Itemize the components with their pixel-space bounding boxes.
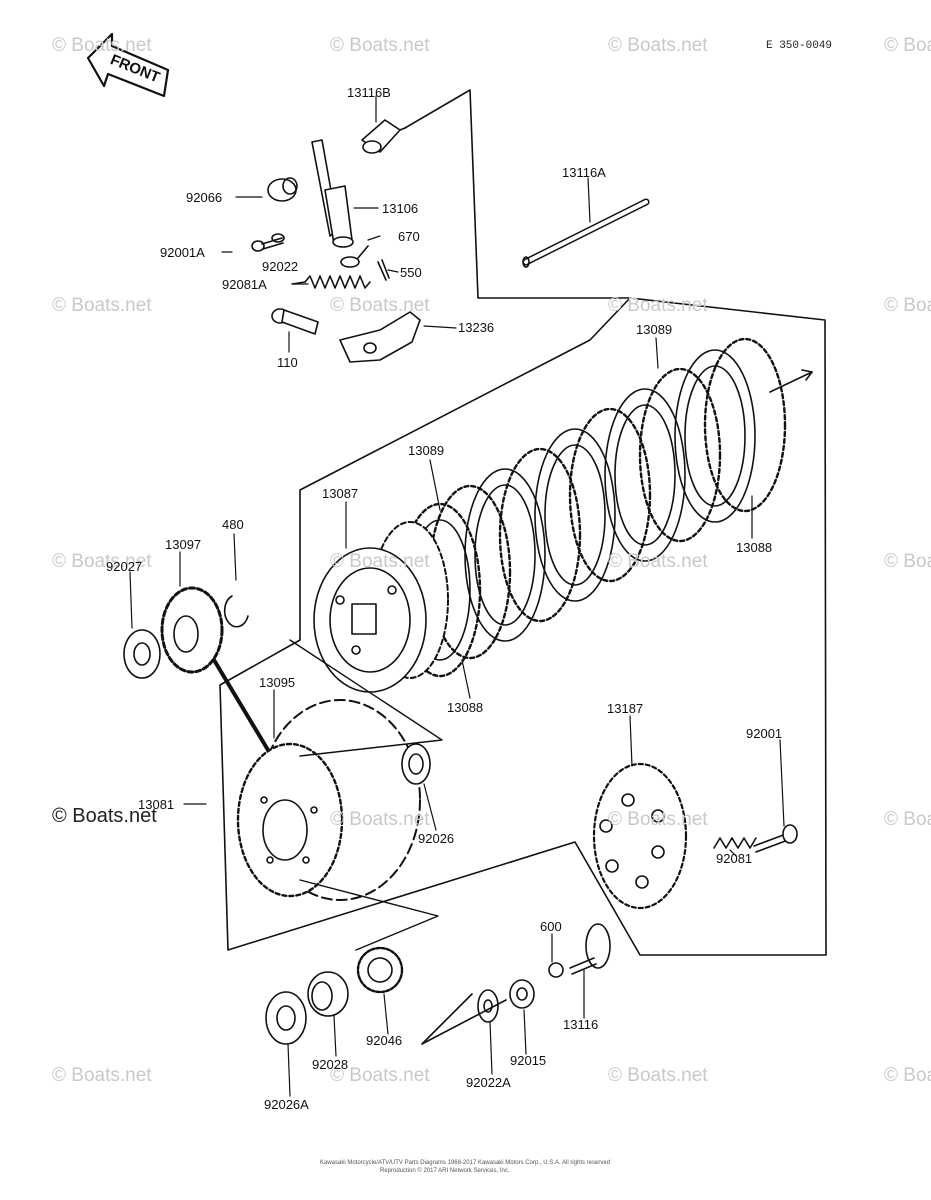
part-label-92001[interactable]: 92001 [746,726,783,741]
part-label-13106[interactable]: 13106 [382,201,419,216]
watermark: © Boats.net [884,35,931,56]
part-label-92028[interactable]: 92028 [312,1057,349,1072]
part-label-92046[interactable]: 92046 [366,1033,403,1048]
part-label-92026[interactable]: 92026 [418,831,455,846]
watermark: © Boats.net [330,809,430,830]
watermark: © Boats.net [52,551,152,572]
lever-part [339,311,421,363]
pressure-plate [592,762,688,910]
part-label-92001A[interactable]: 92001A [160,245,205,260]
part-label-13081[interactable]: 13081 [138,797,175,812]
washer-92026A [265,991,307,1045]
watermark: © Boats.net [330,551,430,572]
watermark: © Boats.net [330,35,430,56]
gear-13097 [160,586,224,674]
clutch-plate-stack [398,337,787,678]
washer-92026 [401,743,431,785]
part-label-13116[interactable]: 13116 [563,1017,599,1032]
part-label-13116A[interactable]: 13116A [562,165,606,180]
spring-small [291,275,371,289]
part-label-92026A[interactable]: 92026A [264,1097,309,1112]
part-label-13097[interactable]: 13097 [165,537,202,552]
part-label-110[interactable]: 110 [277,355,298,370]
watermark: © Boats.net [884,1065,931,1086]
bolt-110 [271,308,319,335]
watermark: © Boats.net [608,295,708,316]
part-label-670[interactable]: 670 [398,229,420,244]
watermark: © Boats.net [330,295,430,316]
part-label-92081A[interactable]: 92081A [222,277,267,292]
frame-line-upper [404,89,631,299]
collar-92028 [307,971,349,1017]
washer-92022A [477,989,499,1023]
needle-bearing [356,946,404,994]
part-label-13088-left[interactable]: 13088 [447,700,484,715]
part-label-92081[interactable]: 92081 [716,851,753,866]
push-rod [522,198,650,268]
part-label-550[interactable]: 550 [400,265,422,280]
watermark: © Boats.net [608,35,708,56]
watermark: © Boats.net [608,551,708,572]
part-label-92066[interactable]: 92066 [186,190,223,205]
clutch-hub [313,521,449,693]
part-label-13089-upper[interactable]: 13089 [636,322,673,337]
nut-92015 [509,979,535,1009]
part-label-92015[interactable]: 92015 [510,1053,547,1068]
watermark: © Boats.net [52,295,152,316]
part-label-92022A[interactable]: 92022A [466,1075,511,1090]
watermark: © Boats.net [884,295,931,316]
part-label-480[interactable]: 480 [222,517,244,532]
circlip-part [223,595,249,628]
drawing-code: E 350-0049 [766,40,833,52]
part-label-13087[interactable]: 13087 [322,486,359,501]
watermark: © Boats.net [884,551,931,572]
frame-line-main [219,297,827,956]
watermark: © Boats.net [608,1065,708,1086]
washer-92027 [123,629,161,679]
part-label-13116B[interactable]: 13116B [347,85,391,100]
release-shaft [311,139,354,248]
part-label-13236[interactable]: 13236 [458,320,495,335]
bolt-small [251,233,285,252]
part-label-13095[interactable]: 13095 [259,675,296,690]
sleeve-part [361,119,406,154]
ball-600 [548,962,564,978]
part-label-13088-right[interactable]: 13088 [736,540,773,555]
part-label-13089-lower[interactable]: 13089 [408,443,445,458]
part-label-92022[interactable]: 92022 [262,259,299,274]
clutch-housing [236,699,421,901]
footer-reproduction: Reproduction © 2017 ARI Network Services… [380,1168,510,1174]
o-ring-part [340,256,360,268]
bolt-92001 [753,824,798,853]
part-label-92027[interactable]: 92027 [106,559,143,574]
part-label-13187[interactable]: 13187 [607,701,644,716]
footer-copyright: Kawasaki Motorcycle/ATV/UTV Parts Diagra… [320,1160,610,1166]
pushrod-end [569,923,611,975]
leader-92022A [421,993,507,1045]
part-label-600[interactable]: 600 [540,919,562,934]
pin-part [377,259,390,281]
watermark: © Boats.net [884,809,931,830]
watermark: © Boats.net [52,1065,152,1086]
watermark-dark: © Boats.net [52,805,157,827]
spring-92081 [713,837,757,849]
watermark: © Boats.net [330,1065,430,1086]
direction-arrow [769,371,813,393]
watermark: © Boats.net [52,35,152,56]
watermark: © Boats.net [608,809,708,830]
cap-part [267,177,298,202]
